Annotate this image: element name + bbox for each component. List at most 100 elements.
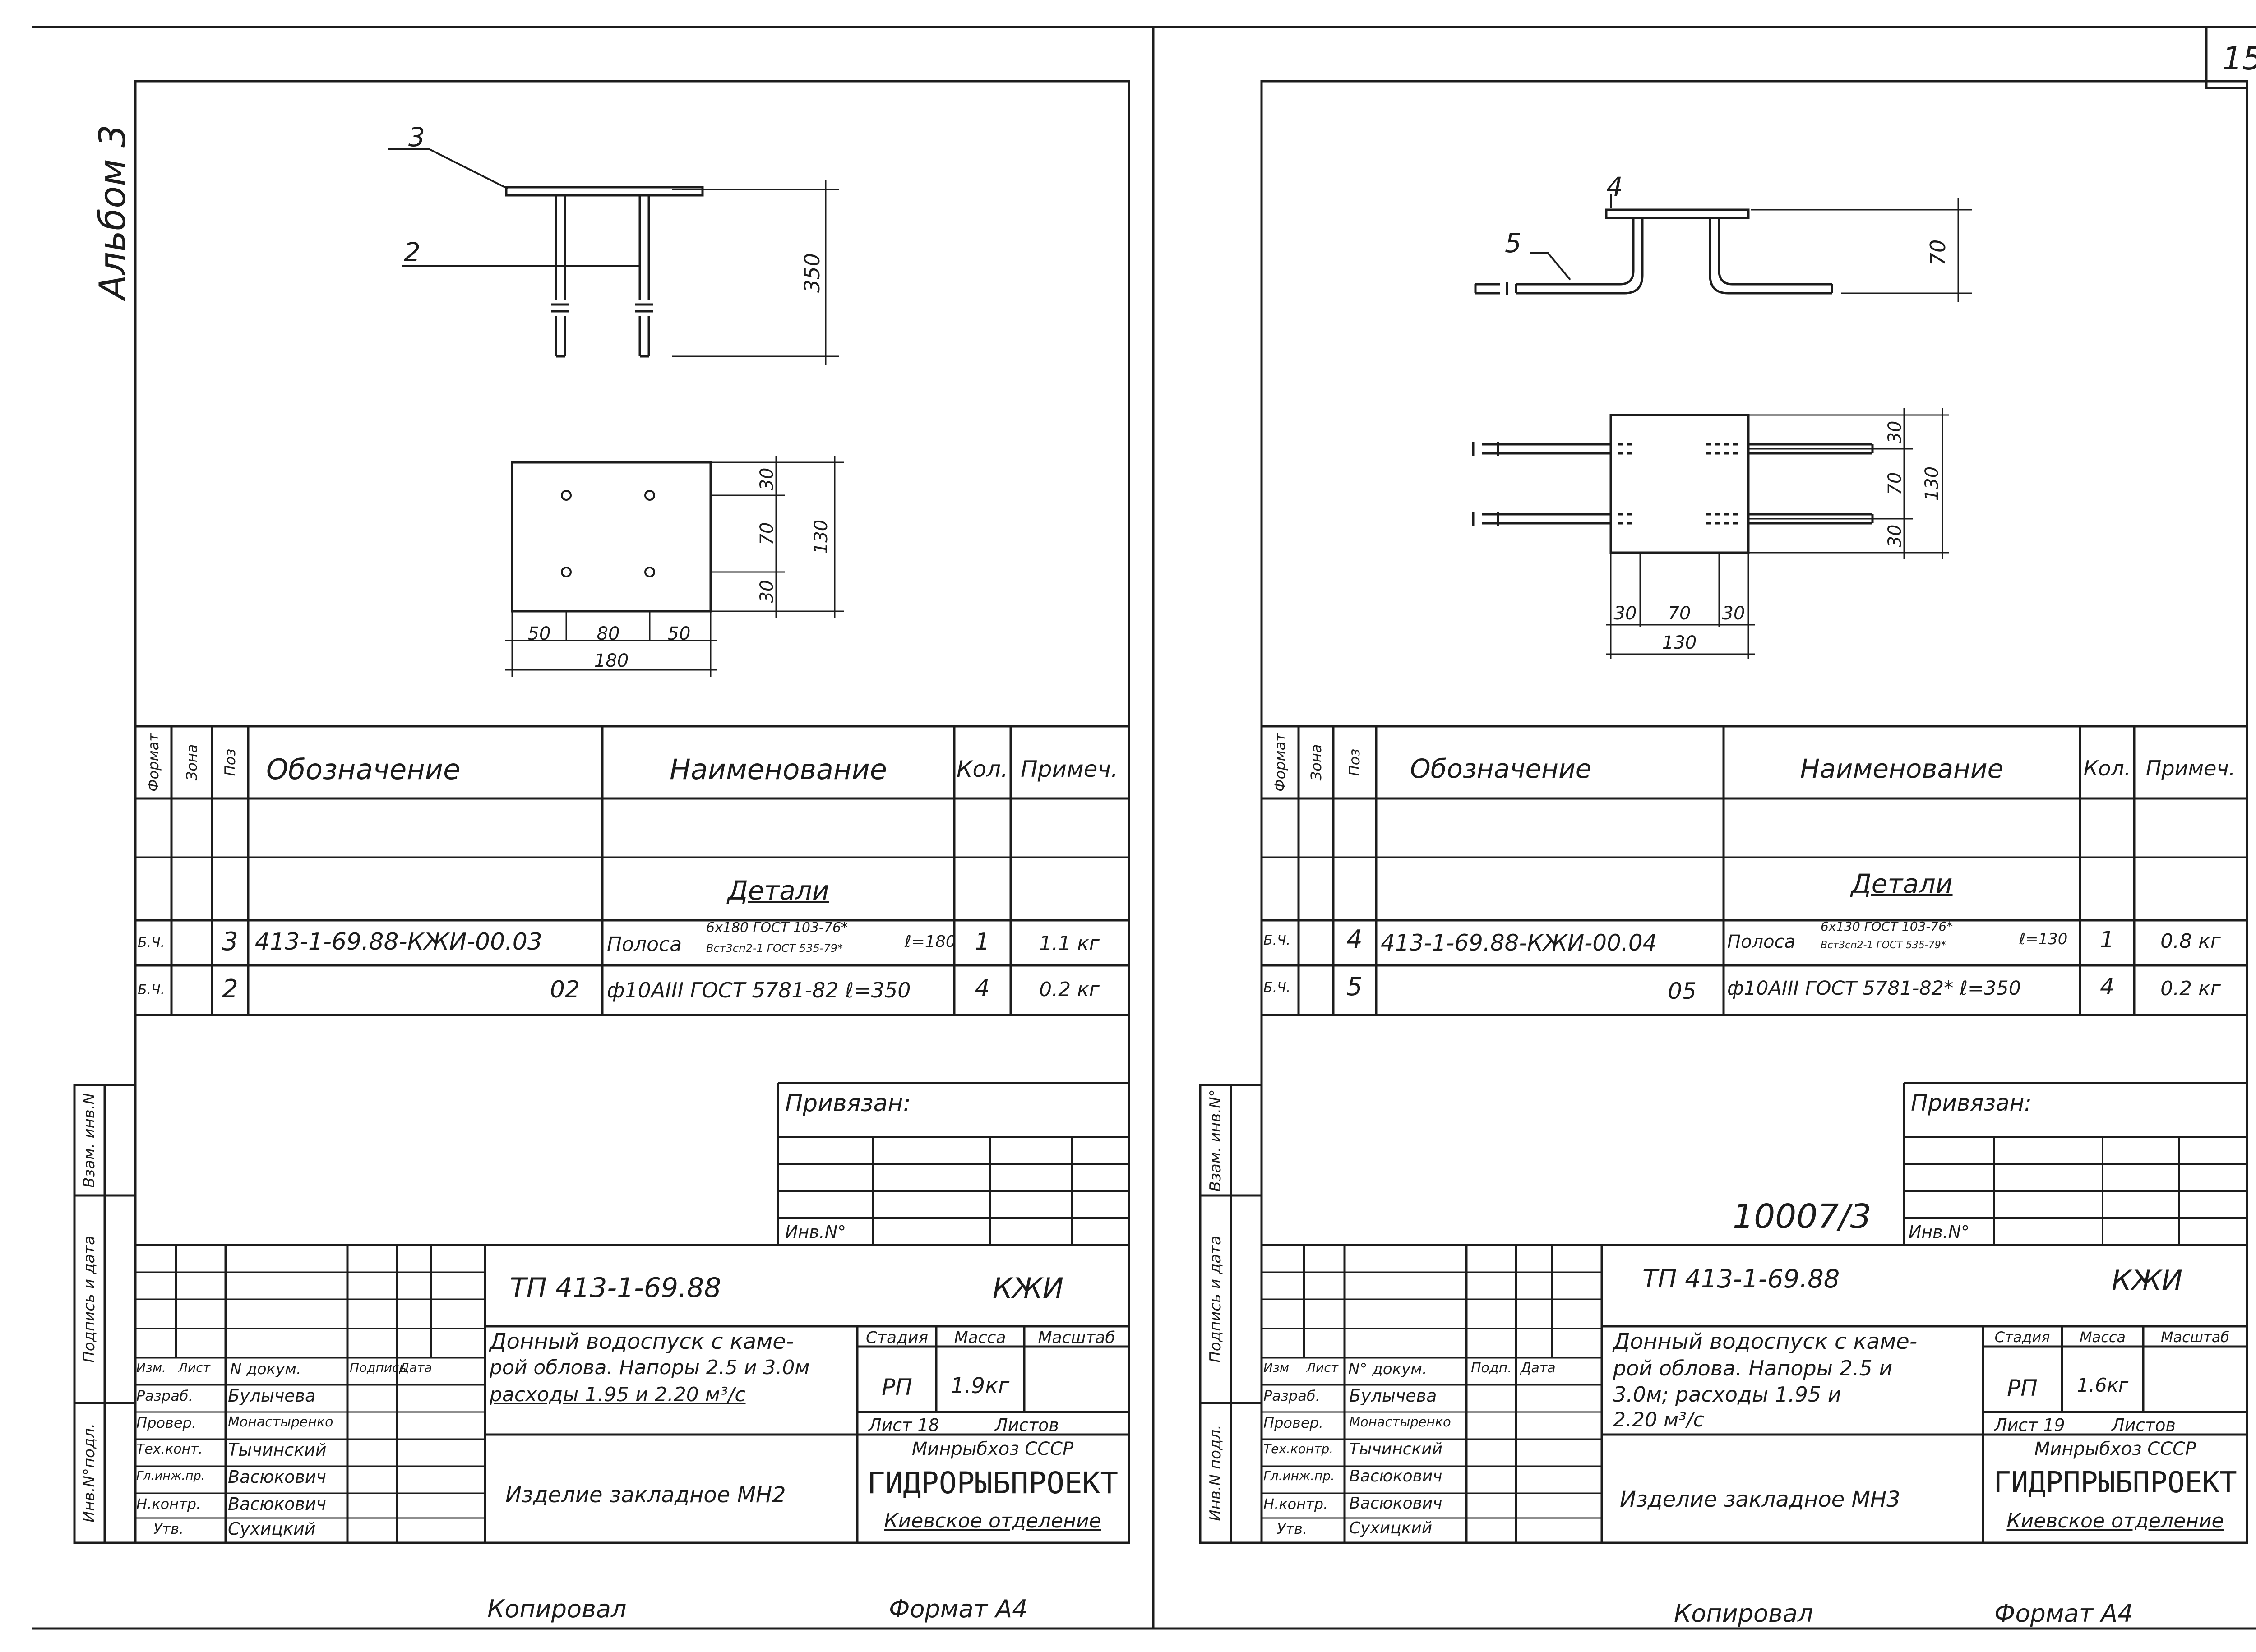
row-note: 0.2 кг: [1039, 978, 1100, 1001]
dim-70-top: 70: [1926, 239, 1950, 266]
callout-4: 4: [1606, 171, 1623, 202]
row-note: 1.1 кг: [1039, 932, 1100, 955]
tb-description-line-4: 2.20 м³/с: [1613, 1408, 1704, 1431]
album-label: Альбом 3: [92, 125, 134, 300]
callout-3: 3: [408, 122, 425, 152]
row-designation: 413-1-69.88-КЖИ-00.03: [255, 928, 542, 955]
tb-description-line-1: Донный водоспуск с каме-: [490, 1329, 794, 1354]
tb-stage: РП: [2007, 1375, 2038, 1401]
spec-header-format: Формат: [1271, 733, 1289, 792]
tb-stage-header: Стадия: [865, 1329, 929, 1347]
format-label-right: Формат А4: [1994, 1599, 2133, 1628]
tb-header-ndoc: N докум.: [230, 1360, 301, 1378]
tb-name: Васюкович: [1349, 1494, 1442, 1513]
spec-header-qty: Кол.: [2083, 756, 2131, 780]
dim-w-30-left: 30: [1613, 603, 1637, 624]
tb-sheets-label: Листов: [995, 1415, 1059, 1435]
copied-label-right: Копировал: [1674, 1599, 1813, 1628]
tb-name: Монастыренко: [1349, 1414, 1451, 1430]
spec-header-qty: Кол.: [957, 756, 1008, 782]
tb-header-izm: Изм.: [136, 1360, 166, 1375]
spec-header-name: Наименование: [1800, 753, 2004, 784]
doc-code: ТП 413-1-69.88: [1642, 1264, 1840, 1294]
row-format: Б.Ч.: [138, 982, 165, 998]
tb-header-sign: Подп.: [1471, 1360, 1512, 1376]
dim-w-50-left: 50: [527, 623, 551, 644]
row-name-length: ℓ=180: [905, 932, 956, 951]
tb-role: Тех.конт.: [136, 1441, 203, 1457]
dim-w-180: 180: [594, 651, 629, 671]
row-name: Полоса: [607, 933, 682, 956]
tb-name: Монастыренко: [228, 1414, 333, 1430]
dim-plan-30-bottom: 30: [757, 580, 777, 603]
tb-org-institute: ГИДРПРЫБПРОЕКТ: [1993, 1466, 2237, 1500]
tb-role: Разраб.: [136, 1387, 193, 1404]
tb-role: Провер.: [136, 1414, 196, 1431]
tb-org-ministry: Минрыбхоз СССР: [2034, 1439, 2196, 1459]
tb-org-branch: Киевское отделение: [884, 1509, 1101, 1532]
tb-mass-header: Масса: [954, 1329, 1006, 1347]
row-designation: 05: [1668, 978, 1697, 1004]
tb-role: Тех.контр.: [1263, 1441, 1334, 1456]
tb-stage-header: Стадия: [1994, 1329, 2050, 1346]
spec-header-designation: Обозначение: [266, 753, 461, 786]
tb-header-date: Дата: [399, 1360, 432, 1375]
dim-plan-30-bottom: 30: [1885, 524, 1905, 548]
tb-name: Васюкович: [1349, 1467, 1442, 1486]
tb-description-line-2: рой облова. Напоры 2.5 и 3.0м: [490, 1356, 810, 1379]
tb-header-list: Лист: [1306, 1360, 1338, 1375]
row-designation: 02: [550, 976, 580, 1003]
row-note: 0.8 кг: [2160, 930, 2221, 953]
spec-header-designation: Обозначение: [1410, 753, 1592, 784]
format-label-left: Формат А4: [889, 1595, 1028, 1623]
side-label-signature: Подпись и дата: [80, 1236, 98, 1363]
tb-description-line-3: 3.0м; расходы 1.95 и: [1613, 1382, 1841, 1407]
dim-plan-130: 130: [1922, 466, 1942, 501]
tb-name: Булычева: [1349, 1386, 1437, 1406]
tb-name: Тычинский: [228, 1440, 327, 1460]
row-pos: 3: [222, 927, 238, 956]
tb-mass: 1.6кг: [2076, 1374, 2129, 1396]
tb-header-sign: Подпись: [350, 1360, 407, 1375]
row-name: ф10АIII ГОСТ 5781-82* ℓ=350: [1727, 977, 2021, 1000]
tb-header-ndoc: N° докум.: [1348, 1360, 1427, 1378]
row-name-top: 6x180 ГОСТ 103-76*: [706, 920, 848, 936]
dim-plan-30-top: 30: [757, 467, 777, 491]
row-qty: 1: [2100, 927, 2114, 953]
spec-section-details: Детали: [1851, 868, 1953, 899]
dim-w-130: 130: [1662, 632, 1697, 653]
doc-mark: КЖИ: [2112, 1264, 2183, 1297]
spec-header-name: Наименование: [670, 753, 887, 786]
spec-header-pos: Поз: [1346, 748, 1363, 776]
spec-header-format: Формат: [145, 733, 162, 792]
tb-name: Васюкович: [228, 1494, 326, 1514]
side-label-signature: Подпись и дата: [1207, 1236, 1225, 1363]
side-label-inv-podl: Инв.N подл.: [1207, 1425, 1225, 1521]
tb-sheet-label: Лист 19: [1994, 1415, 2065, 1435]
row-pos: 4: [1346, 925, 1363, 954]
spec-header-note: Примеч.: [1021, 756, 1118, 782]
inv-no-label: Инв.N°: [785, 1222, 846, 1242]
tb-mass-header: Масса: [2079, 1329, 2126, 1346]
tb-item-title: Изделие закладное МН3: [1620, 1487, 1900, 1512]
tb-sheets-label: Листов: [2112, 1415, 2176, 1435]
dim-plan-70: 70: [757, 522, 777, 545]
tb-name: Тычинский: [1349, 1440, 1442, 1458]
tb-role: Утв.: [153, 1520, 184, 1537]
tb-description-line-2: рой облова. Напоры 2.5 и: [1613, 1356, 1893, 1380]
row-format: Б.Ч.: [1263, 932, 1291, 948]
tb-mass: 1.9кг: [950, 1373, 1010, 1398]
tb-role: Провер.: [1263, 1414, 1323, 1431]
tb-name: Сухицкий: [228, 1519, 316, 1539]
row-name-bottom: Вст3сп2-1 ГОСТ 535-79*: [1821, 940, 1946, 951]
callout-2: 2: [404, 237, 421, 268]
tb-description-line-1: Донный водоспуск с каме-: [1613, 1329, 1918, 1354]
row-qty: 4: [975, 975, 990, 1002]
privyazan-label: Привязан:: [785, 1090, 911, 1117]
tb-header-date: Дата: [1521, 1360, 1556, 1376]
tb-org-ministry: Минрыбхоз СССР: [911, 1439, 1074, 1459]
side-label-vzam: Взам. инв.N: [80, 1093, 98, 1188]
tb-header-list: Лист: [178, 1360, 210, 1375]
privyazan-label: Привязан:: [1911, 1090, 2032, 1116]
